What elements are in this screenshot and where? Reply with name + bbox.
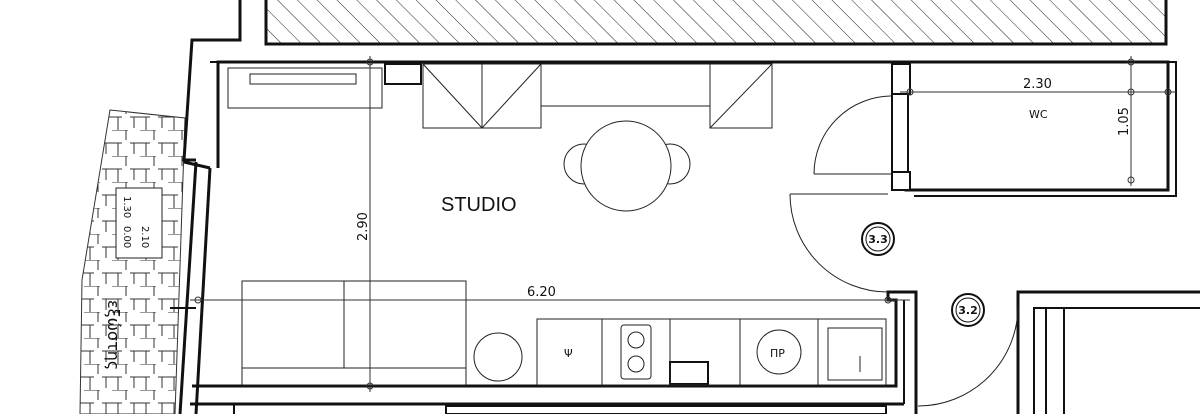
door-tag-3-2: 3.2 (951, 293, 985, 327)
oven-unit (756, 329, 802, 375)
dim-studio-depth: 2.90 (356, 212, 371, 241)
column-blocks (384, 63, 911, 385)
entry-door-studio (789, 193, 889, 293)
svg-text:3.3: 3.3 (868, 233, 888, 246)
sofa (241, 280, 467, 386)
hatched-terrace (264, 0, 1168, 46)
dimension-lines (190, 56, 1176, 392)
entry-door-corridor (917, 305, 1019, 407)
room-label-wc: WC (1029, 108, 1048, 121)
dim-studio-width: 6.20 (527, 285, 556, 300)
dim-wc-width: 2.30 (1023, 77, 1052, 92)
oven-symbol: ΠΡ (770, 347, 785, 360)
exterior-walls (170, 0, 1200, 414)
fridge-symbol: Ψ (564, 347, 573, 360)
door-tag-3-3: 3.3 (861, 222, 895, 256)
balcony-label: εξώστης (104, 300, 123, 370)
wc-door (813, 95, 893, 175)
room-label-studio: STUDIO (441, 194, 517, 216)
wall-heater (227, 67, 383, 109)
balcony-level-b: 2.10 (139, 226, 150, 248)
sink-unit (827, 327, 883, 381)
balcony-level-a: 1.30 (121, 196, 132, 218)
dim-wc-depth: 1.05 (1117, 107, 1132, 136)
dining-table (563, 120, 691, 212)
svg-text:3.2: 3.2 (958, 304, 978, 317)
kitchen-counter (473, 318, 887, 386)
cooktop (620, 324, 652, 380)
balcony-level-c: 0.00 (121, 226, 132, 248)
wardrobe-units (422, 63, 773, 129)
balcony-area (79, 109, 186, 414)
